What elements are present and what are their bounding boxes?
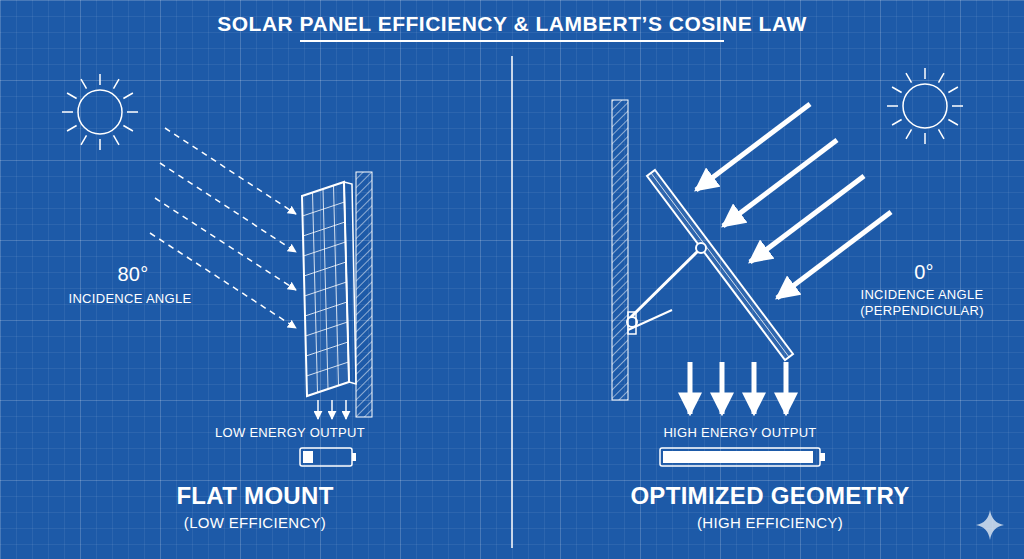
- sun-ray: [99, 139, 101, 150]
- sun-ray: [939, 73, 945, 83]
- panel-cell-line: [306, 322, 348, 336]
- sun-ray: [948, 120, 958, 126]
- panel-cell-line: [306, 342, 348, 356]
- sun-ray: [892, 87, 902, 93]
- sun-ray: [906, 129, 912, 139]
- sun-icon: [887, 68, 963, 144]
- efficiency-note: (LOW EFFICIENCY): [125, 514, 385, 532]
- sun-ray: [114, 135, 120, 145]
- low-output-arrows: [318, 400, 346, 419]
- sun-ray: [67, 126, 77, 132]
- panel-cell-line: [304, 262, 346, 276]
- angle-label: INCIDENCE ANGLE (PERPENDICULAR): [851, 287, 993, 318]
- sun-ray: [939, 129, 945, 139]
- sun-ray: [127, 111, 138, 113]
- panel-cell-line: [305, 302, 347, 316]
- sun-ray: [81, 79, 87, 89]
- angle-value: 80°: [88, 262, 178, 286]
- output-label: HIGH ENERGY OUTPUT: [640, 425, 840, 441]
- panel-cell-line: [303, 222, 345, 236]
- panel-cell-line: [303, 202, 345, 216]
- sparkle-watermark: [976, 510, 1004, 540]
- output-label: LOW ENERGY OUTPUT: [195, 425, 385, 441]
- sun-ray: [887, 105, 898, 107]
- sun-ray: [948, 87, 958, 93]
- flat-solar-panel: [302, 182, 356, 396]
- sun-ray: [906, 73, 912, 83]
- high-output-arrows: [690, 362, 786, 414]
- sun-ray: [952, 105, 963, 107]
- sun-icon: [62, 74, 138, 150]
- panel-cell-line: [305, 282, 347, 296]
- mount-heading: OPTIMIZED GEOMETRY: [590, 482, 950, 511]
- title-underline: [300, 40, 724, 42]
- sun-ray: [892, 120, 902, 126]
- sun-ray: [81, 135, 87, 145]
- tilted-solar-panel: [627, 170, 793, 360]
- mount-heading: FLAT MOUNT: [95, 482, 415, 511]
- sun-ray: [67, 93, 77, 99]
- angle-value: 0°: [879, 260, 969, 284]
- sun-ray: [924, 68, 926, 79]
- sun-ray: [123, 93, 133, 99]
- efficiency-note: (HIGH EFFICIENCY): [640, 514, 900, 532]
- sun-ray: [123, 126, 133, 132]
- low-battery: [300, 448, 356, 466]
- sun-ray: [924, 133, 926, 144]
- sun-ray: [99, 74, 101, 85]
- full-battery: [660, 448, 825, 466]
- divider: [511, 56, 513, 548]
- panel-cell-line: [304, 242, 346, 256]
- title: SOLAR PANEL EFFICIENCY & LAMBERT’S COSIN…: [162, 11, 862, 36]
- wall: [356, 172, 372, 417]
- sun-ray: [62, 111, 73, 113]
- wall: [612, 100, 628, 400]
- panel-cell-line: [307, 362, 349, 376]
- sun-ray: [114, 79, 120, 89]
- direct-sunlight-arrows: [696, 104, 891, 298]
- angle-label: INCIDENCE ANGLE: [45, 291, 215, 307]
